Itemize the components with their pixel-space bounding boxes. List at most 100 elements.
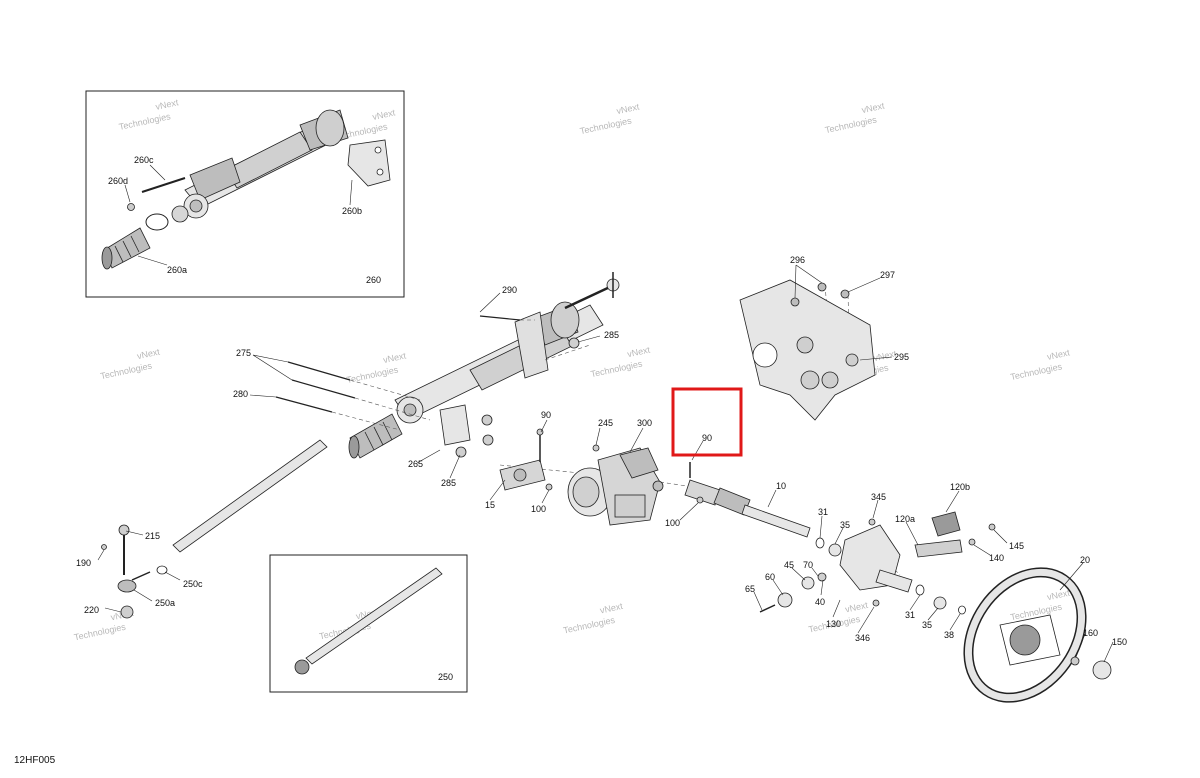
inset-260: 260c 260d 260b 260a 260 [85,90,405,298]
nuts-296-297 [790,282,850,307]
inset-250-rod-end [294,659,310,675]
svg-text:vNext: vNext [382,350,407,365]
label-90-highlighted: 90 [702,433,712,443]
svg-text:vNext: vNext [155,97,180,112]
watermark: vNext Technologies [579,101,641,136]
steering-wheel-20 [963,567,1087,703]
label-250a: 250a [155,598,175,608]
svg-text:Technologies: Technologies [99,360,153,381]
label-345: 345 [871,492,886,502]
inset-250-tie-rod [305,567,443,665]
label-285: 285 [441,478,456,488]
watermark: vNext Technologies [824,100,886,135]
label-130: 130 [826,619,841,629]
inset-250-number: 250 [438,672,453,682]
tie-rod-end-upper [564,272,620,310]
svg-text:Technologies: Technologies [1009,601,1063,622]
inset-260-boot [101,227,151,270]
inset-260-rod [141,177,186,193]
tie-rod-long [172,439,328,553]
nuts-285 [455,337,580,458]
label-145: 145 [1009,541,1024,551]
label-90: 90 [541,410,551,420]
watermark: vNext Technologies [118,97,180,132]
svg-text:Technologies: Technologies [118,111,172,132]
watermark: vNext Technologies [1009,347,1071,382]
inset-260-rack [171,109,349,223]
label-35: 35 [840,520,850,530]
svg-text:vNext: vNext [371,107,396,122]
steering-shaft-10 [741,504,811,538]
label-60: 60 [765,572,775,582]
svg-text:Technologies: Technologies [73,622,127,643]
label-290: 290 [502,285,517,295]
intermediate-shaft [684,462,751,516]
label-297: 297 [880,270,895,280]
watermark: vNext Technologies [99,347,161,382]
svg-text:vNext: vNext [844,600,869,615]
label-31: 31 [905,610,915,620]
highlight-box [671,387,743,457]
label-275: 275 [236,348,251,358]
svg-text:vNext: vNext [861,100,886,115]
leader-lines [97,264,1114,663]
watermark: vNext Technologies [562,601,624,636]
label-215: 215 [145,531,160,541]
svg-text:Technologies: Technologies [562,615,616,636]
horn-cap [1070,656,1112,680]
label-100: 100 [665,518,680,528]
svg-text:vNext: vNext [136,347,161,362]
label-35: 35 [922,620,932,630]
svg-text:vNext: vNext [626,345,651,360]
part-labels: 290 285 275 280 265 285 15 90 100 245 30… [76,255,1127,647]
label-38: 38 [944,630,954,640]
inset-250-frame [269,554,468,693]
svg-text:Technologies: Technologies [346,364,400,385]
label-70: 70 [803,560,813,570]
svg-text:Technologies: Technologies [824,114,878,135]
svg-text:Technologies: Technologies [590,358,644,379]
label-120a: 120a [895,514,915,524]
watermarks: vNext Technologies vNext Technologies vN… [73,97,1071,643]
label-15: 15 [485,500,495,510]
watermark: vNext Technologies [590,345,652,380]
label-300: 300 [637,418,652,428]
label-150: 150 [1112,637,1127,647]
watermark: vNext Technologies [346,350,408,385]
column-bracket-295 [739,279,876,421]
label-31: 31 [818,507,828,517]
universal-joint-15 [499,428,553,491]
label-10: 10 [776,481,786,491]
column-housing [839,518,913,607]
label-260b: 260b [342,206,362,216]
bushings [759,537,966,615]
bolts-275 [275,315,521,413]
inset-250: 250 [269,554,468,693]
label-260a: 260a [167,265,187,275]
label-346: 346 [855,633,870,643]
inset-260-bracket [347,139,391,187]
label-45: 45 [784,560,794,570]
label-190: 190 [76,558,91,568]
inset-260-ring [145,213,169,231]
label-20: 20 [1080,555,1090,565]
label-40: 40 [815,597,825,607]
label-140: 140 [989,553,1004,563]
inset-260-number: 260 [366,275,381,285]
power-steering-motor-300 [567,447,664,526]
label-100: 100 [531,504,546,514]
label-285: 285 [604,330,619,340]
svg-text:vNext: vNext [616,101,641,116]
figure-code: 12HF005 [14,755,56,766]
tie-rod-end-left [101,524,168,619]
label-280: 280 [233,389,248,399]
label-160: 160 [1083,628,1098,638]
svg-text:Technologies: Technologies [1009,361,1063,382]
label-250c: 250c [183,579,203,589]
label-260c: 260c [134,155,154,165]
svg-text:Technologies: Technologies [579,115,633,136]
tilt-actuator-120 [914,511,996,558]
bolt-245 [592,444,600,452]
svg-text:vNext: vNext [1046,588,1071,603]
